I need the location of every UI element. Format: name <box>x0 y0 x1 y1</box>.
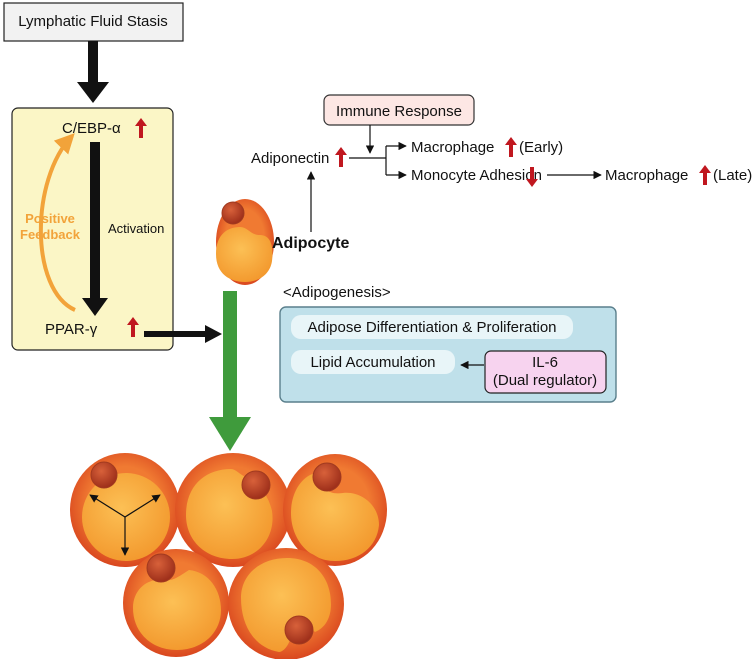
adipocyte-label: Adipocyte <box>272 235 349 252</box>
adipocyte-cluster <box>70 453 387 659</box>
feedback-label-line1: Positive <box>25 211 75 226</box>
il6-label: IL-6 <box>532 354 558 371</box>
dividing-adipocyte <box>70 453 180 567</box>
monocyte-adhesion-label: Monocyte Adhesion <box>411 167 542 184</box>
macrophage-early-suffix: (Early) <box>519 139 563 156</box>
adiponectin-label: Adiponectin <box>251 150 329 167</box>
mature-adipocyte <box>123 549 229 657</box>
activation-arrow-head <box>82 298 108 316</box>
adipogenesis-box: Adipose Differentiation & Proliferation … <box>279 306 617 403</box>
macrophage-early-up-icon <box>505 137 517 157</box>
mature-adipocyte <box>228 548 344 659</box>
regulation-box: C/EBP-α Activation Positive Feedback PPA… <box>11 107 174 351</box>
activation-label: Activation <box>108 221 164 236</box>
cebp-alpha-label: C/EBP-α <box>62 120 121 137</box>
stasis-to-cebp-arrow <box>77 41 109 103</box>
activation-arrow-shaft <box>90 142 100 302</box>
positive-feedback-arrow <box>38 133 76 312</box>
mature-adipocyte <box>175 453 291 567</box>
adipogenesis-title: <Adipogenesis> <box>283 284 391 301</box>
immune-response-label: Immune Response <box>336 103 462 120</box>
adiponectin-up-icon <box>335 147 347 167</box>
ppar-gamma-label: PPAR-γ <box>45 321 98 338</box>
macrophage-late-label: Macrophage <box>605 167 688 184</box>
differentiation-label: Adipose Differentiation & Proliferation <box>307 319 556 336</box>
mature-adipocyte <box>283 454 387 566</box>
lymphatic-fluid-stasis-label: Lymphatic Fluid Stasis <box>18 13 168 30</box>
il6-subtitle: (Dual regulator) <box>493 372 597 389</box>
adipocyte-cell <box>216 199 274 285</box>
adiponectin-branch-connector <box>349 141 407 180</box>
lymphatic-fluid-stasis-box: Lymphatic Fluid Stasis <box>3 2 184 42</box>
il6-box <box>484 350 607 394</box>
pparg-to-adipogenesis-arrow <box>144 325 222 343</box>
macrophage-late-up-icon <box>699 165 711 185</box>
macrophage-late-suffix: (Late) <box>713 167 752 184</box>
macrophage-early-label: Macrophage <box>411 139 494 156</box>
immune-response-box: Immune Response <box>323 94 475 126</box>
adipogenesis-green-arrow <box>209 291 251 451</box>
lipid-accumulation-label: Lipid Accumulation <box>310 354 435 371</box>
feedback-label-line2: Feedback <box>20 227 81 242</box>
